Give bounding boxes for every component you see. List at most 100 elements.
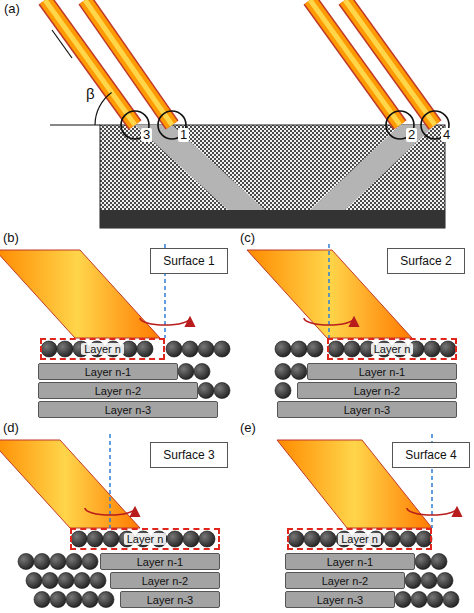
powder-particle <box>400 531 416 547</box>
callout-number: 4 <box>441 128 452 142</box>
surface-label-box: Surface 2 <box>387 248 465 274</box>
leader-line <box>52 30 72 58</box>
panel-d <box>0 434 215 608</box>
powder-particle <box>137 341 153 357</box>
layer-label: Layer n-3 <box>105 404 151 416</box>
panel-label: (b) <box>3 231 19 245</box>
angle-label: β <box>86 86 95 103</box>
powder-particle <box>440 341 456 357</box>
powder-particle <box>384 531 400 547</box>
normal-line <box>328 244 330 338</box>
current-layer: Layer n <box>287 528 432 550</box>
panel-c <box>247 244 456 399</box>
melt-track <box>135 125 265 210</box>
powder-particle <box>26 573 42 589</box>
powder-particle <box>437 573 453 589</box>
layer-label: Layer n <box>338 533 381 545</box>
layer-label: Layer n-1 <box>85 366 131 378</box>
solid-layer: Layer n-1 <box>285 553 415 570</box>
surface-label: Surface 2 <box>400 254 451 268</box>
layer-label: Layer n-2 <box>322 575 368 587</box>
solid-layer: Layer n-1 <box>38 363 178 380</box>
solid-layer: Layer n-3 <box>277 401 457 418</box>
layer-label: Layer n-2 <box>142 575 188 587</box>
solid-layer: Layer n-1 <box>100 553 220 570</box>
powder-particle <box>167 531 183 547</box>
powder-particle <box>66 554 82 570</box>
solid-layer: Layer n-1 <box>307 363 457 380</box>
surface-label: Surface 4 <box>405 448 456 462</box>
layer-label: Layer n <box>124 533 167 545</box>
rotation-arrow <box>140 318 190 325</box>
laser-beams <box>45 0 435 125</box>
powder-particle <box>328 341 344 357</box>
powder-particle <box>98 592 114 608</box>
solid-layer: Layer n-3 <box>120 591 220 608</box>
callout-number: 3 <box>141 128 152 142</box>
powder-particle <box>103 531 119 547</box>
panel-label: (d) <box>3 421 19 435</box>
powder-particle <box>71 531 87 547</box>
powder-particle <box>275 364 291 380</box>
powder-particle <box>57 341 73 357</box>
current-layer: Layer n <box>70 528 220 550</box>
powder-particle <box>304 531 320 547</box>
powder-particle <box>415 554 431 570</box>
reference-line <box>50 124 100 125</box>
build-plate <box>100 210 445 228</box>
powder-particles <box>275 341 456 399</box>
powder-particle <box>214 383 230 399</box>
powder-particle <box>427 592 443 608</box>
powder-particle <box>90 573 106 589</box>
powder-particle <box>74 573 90 589</box>
substrate <box>100 125 445 228</box>
powder-particle <box>199 531 215 547</box>
rotation-arrow <box>407 508 457 515</box>
powder-particle <box>178 364 194 380</box>
rotation-arrow <box>85 508 135 515</box>
callout-number: 1 <box>178 128 189 142</box>
powder-particle <box>291 364 307 380</box>
powder-particle <box>421 573 437 589</box>
panel-label: (a) <box>4 2 20 16</box>
melt-track <box>310 125 435 210</box>
powder-particle <box>411 592 427 608</box>
laser-beam <box>0 440 140 528</box>
powder-particle <box>416 531 432 547</box>
powder-particle <box>42 573 58 589</box>
powder-particle <box>431 554 447 570</box>
powder-particle <box>288 531 304 547</box>
powder-particle <box>443 592 459 608</box>
surface-label: Surface 1 <box>163 254 214 268</box>
callout-number: 2 <box>406 128 417 142</box>
powder-particle <box>291 341 307 357</box>
powder-particle <box>405 573 421 589</box>
layer-label: Layer n-1 <box>359 366 405 378</box>
powder-particle <box>183 531 199 547</box>
powder-particle <box>275 341 291 357</box>
surface-label-box: Surface 4 <box>392 442 470 468</box>
surface-label: Surface 3 <box>163 448 214 462</box>
laser-beam <box>0 250 160 338</box>
panel-a <box>45 0 449 228</box>
solid-layer: Layer n-2 <box>285 572 405 589</box>
powder-particle <box>87 531 103 547</box>
layer-label: Layer n-2 <box>95 385 141 397</box>
panel-label: (e) <box>240 421 256 435</box>
layer-label: Layer n <box>371 343 414 355</box>
powder-particle <box>198 383 214 399</box>
powder-particle <box>344 341 360 357</box>
solid-layer: Layer n-2 <box>38 382 198 399</box>
solid-layer: Layer n-3 <box>285 591 395 608</box>
powder-particle <box>41 341 57 357</box>
layer-label: Layer n-3 <box>317 594 363 606</box>
normal-line <box>109 434 111 528</box>
powder-particle <box>82 592 98 608</box>
layer-label: Layer n-3 <box>147 594 193 606</box>
solid-layer: Layer n-2 <box>297 382 457 399</box>
panel-e <box>277 434 459 608</box>
powder-particle <box>198 341 214 357</box>
layer-label: Layer n-1 <box>327 556 373 568</box>
